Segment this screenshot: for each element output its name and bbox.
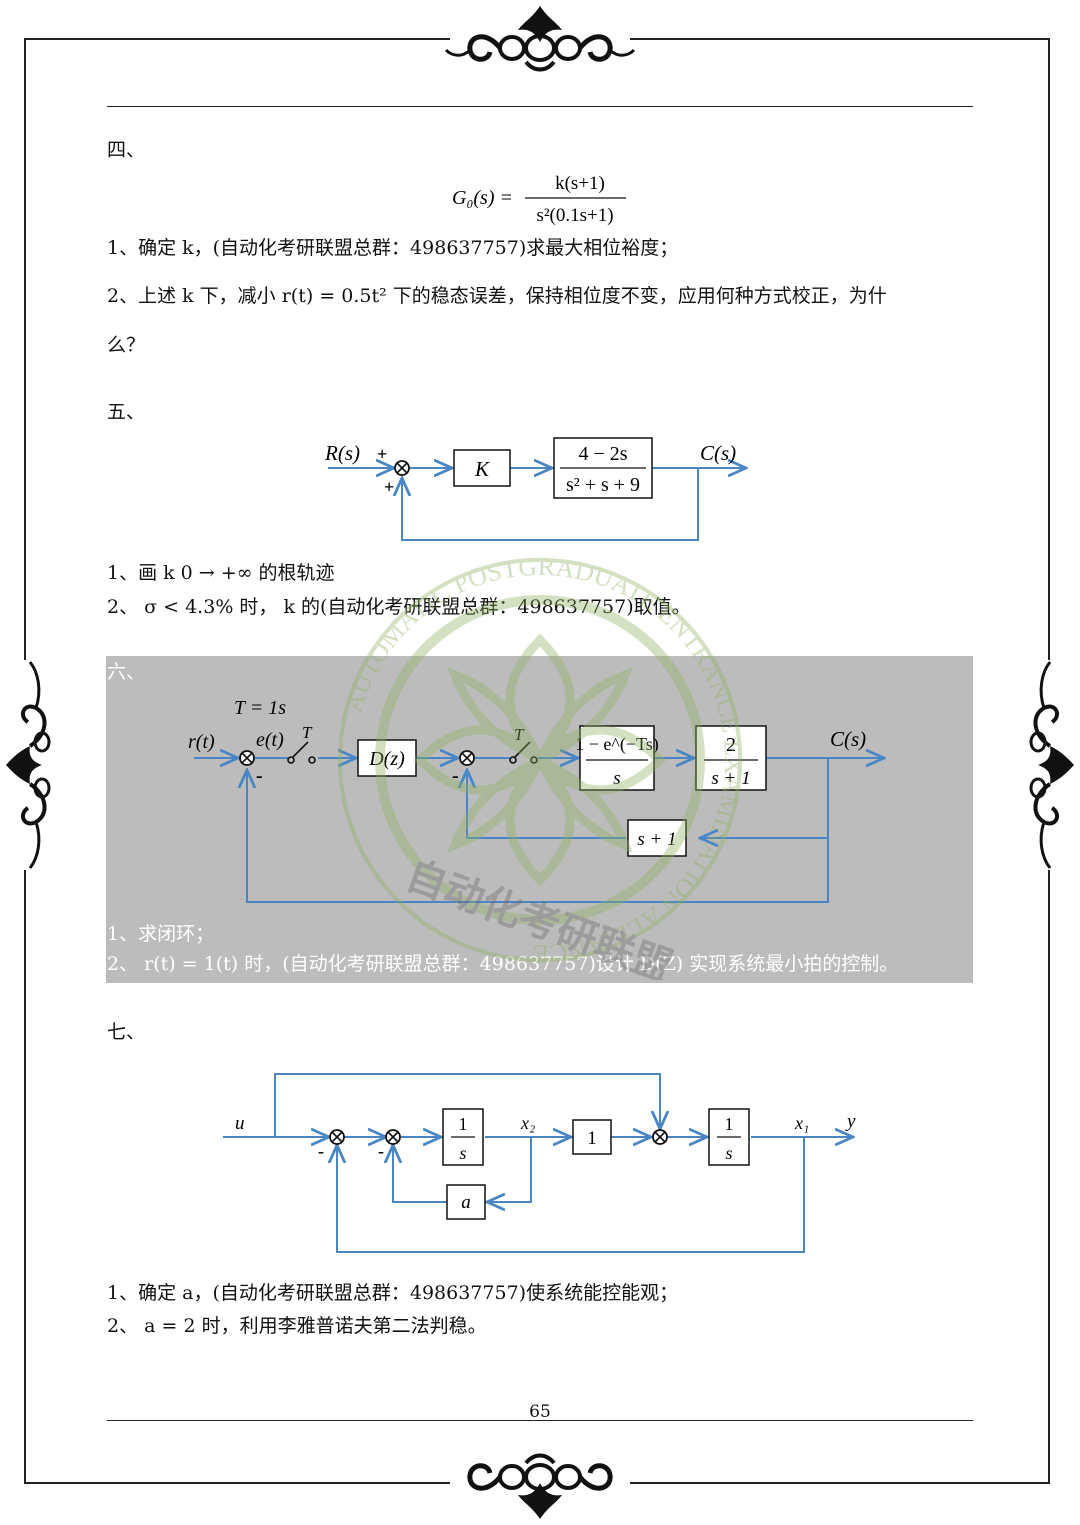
formula-denominator: s²(0.1s+1) <box>536 205 613 226</box>
block-tf-denominator: s² + s + 9 <box>566 474 640 496</box>
block-k: K <box>474 457 490 481</box>
footer-rule <box>107 1420 973 1421</box>
output-label: C(s) <box>700 441 736 465</box>
section-5-heading: 五、 <box>107 401 146 423</box>
input-label: R(s) <box>324 441 360 465</box>
section-7-block-diagram: u - - 1 s x₂ 1 a 1 s x₁ y <box>223 1073 856 1253</box>
section-5-block-diagram: R(s) + + K 4 − 2s s² + s + 9 C(s) <box>324 437 770 541</box>
section-7-question-1: 1、确定 a，(自动化考研联盟总群：498637757)使系统能控能观； <box>107 1282 679 1304</box>
block-a: a <box>461 1192 471 1213</box>
block-int2-denominator: s <box>725 1143 732 1163</box>
block-int1-denominator: s <box>459 1143 466 1163</box>
output-label: C(s) <box>830 727 866 751</box>
section-6-heading: 六、 <box>107 661 146 683</box>
formula-numerator: k(s+1) <box>555 173 605 194</box>
block-feedback: s + 1 <box>637 829 676 850</box>
block-plant-denominator: s + 1 <box>711 768 750 789</box>
x1-label: x₁ <box>794 1113 809 1133</box>
block-gain: 1 <box>587 1128 597 1149</box>
header-rule <box>107 106 973 107</box>
block-int1-numerator: 1 <box>459 1114 468 1134</box>
x2-label: x₂ <box>520 1113 535 1133</box>
left-ornament-icon <box>6 660 51 870</box>
sum-sign-bottom: + <box>384 477 394 497</box>
section-6-question-1: 1、求闭环； <box>107 923 215 945</box>
section-7-heading: 七、 <box>107 1021 146 1043</box>
section-6-question-2: 2、 r(t) = 1(t) 时，(自动化考研联盟总群：498637757)设计… <box>107 953 899 975</box>
section-4-formula: G₀(s) = k(s+1) s²(0.1s+1) <box>452 173 626 226</box>
section-4-question-2-cont: 么？ <box>107 334 146 356</box>
sum-sign-top: + <box>377 444 387 464</box>
formula-lhs: G₀(s) = <box>452 187 513 209</box>
block-tf-numerator: 4 − 2s <box>578 443 627 465</box>
right-ornament-icon <box>1029 660 1074 870</box>
input-label: r(t) <box>188 731 215 753</box>
page-number: 65 <box>529 1402 551 1422</box>
switch-2-label: T <box>514 725 525 744</box>
block-zoh-numerator: 1 − e^(−Ts) <box>575 734 658 755</box>
block-dz: D(z) <box>368 748 405 770</box>
sum-1-sign: - <box>318 1141 324 1161</box>
section-6-block-diagram: T = 1s r(t) e(t) T T - - D(z) 1 − e^(−Ts… <box>188 697 900 903</box>
section-5-question-2: 2、 σ < 4.3% 时， k 的(自动化考研联盟总群：498637757)取… <box>107 596 691 618</box>
block-int2-numerator: 1 <box>725 1114 734 1134</box>
switch-1-label: T <box>302 723 313 742</box>
block-zoh-denominator: s <box>613 768 620 789</box>
block-plant-numerator: 2 <box>726 734 736 756</box>
sum-2-sign: - <box>378 1141 384 1161</box>
section-4-question-2: 2、上述 k 下，减小 r(t) = 0.5t² 下的稳态误差，保持相位度不变，… <box>107 285 887 307</box>
section-5-question-1: 1、画 k 0 → +∞ 的根轨迹 <box>107 562 335 584</box>
section-4-heading: 四、 <box>107 139 146 161</box>
sum-2-sign: - <box>452 765 459 787</box>
bottom-ornament-icon <box>450 1453 630 1519</box>
top-ornament-icon <box>444 6 636 72</box>
y-label: y <box>845 1111 856 1132</box>
input-label: u <box>235 1113 245 1134</box>
period-label: T = 1s <box>234 697 286 719</box>
section-4-question-1: 1、确定 k，(自动化考研联盟总群：498637757)求最大相位裕度； <box>107 237 679 259</box>
error-label: e(t) <box>256 729 284 751</box>
section-7-question-2: 2、 a = 2 时，利用李雅普诺夫第二法判稳。 <box>107 1315 487 1337</box>
sum-1-sign: - <box>256 765 263 787</box>
